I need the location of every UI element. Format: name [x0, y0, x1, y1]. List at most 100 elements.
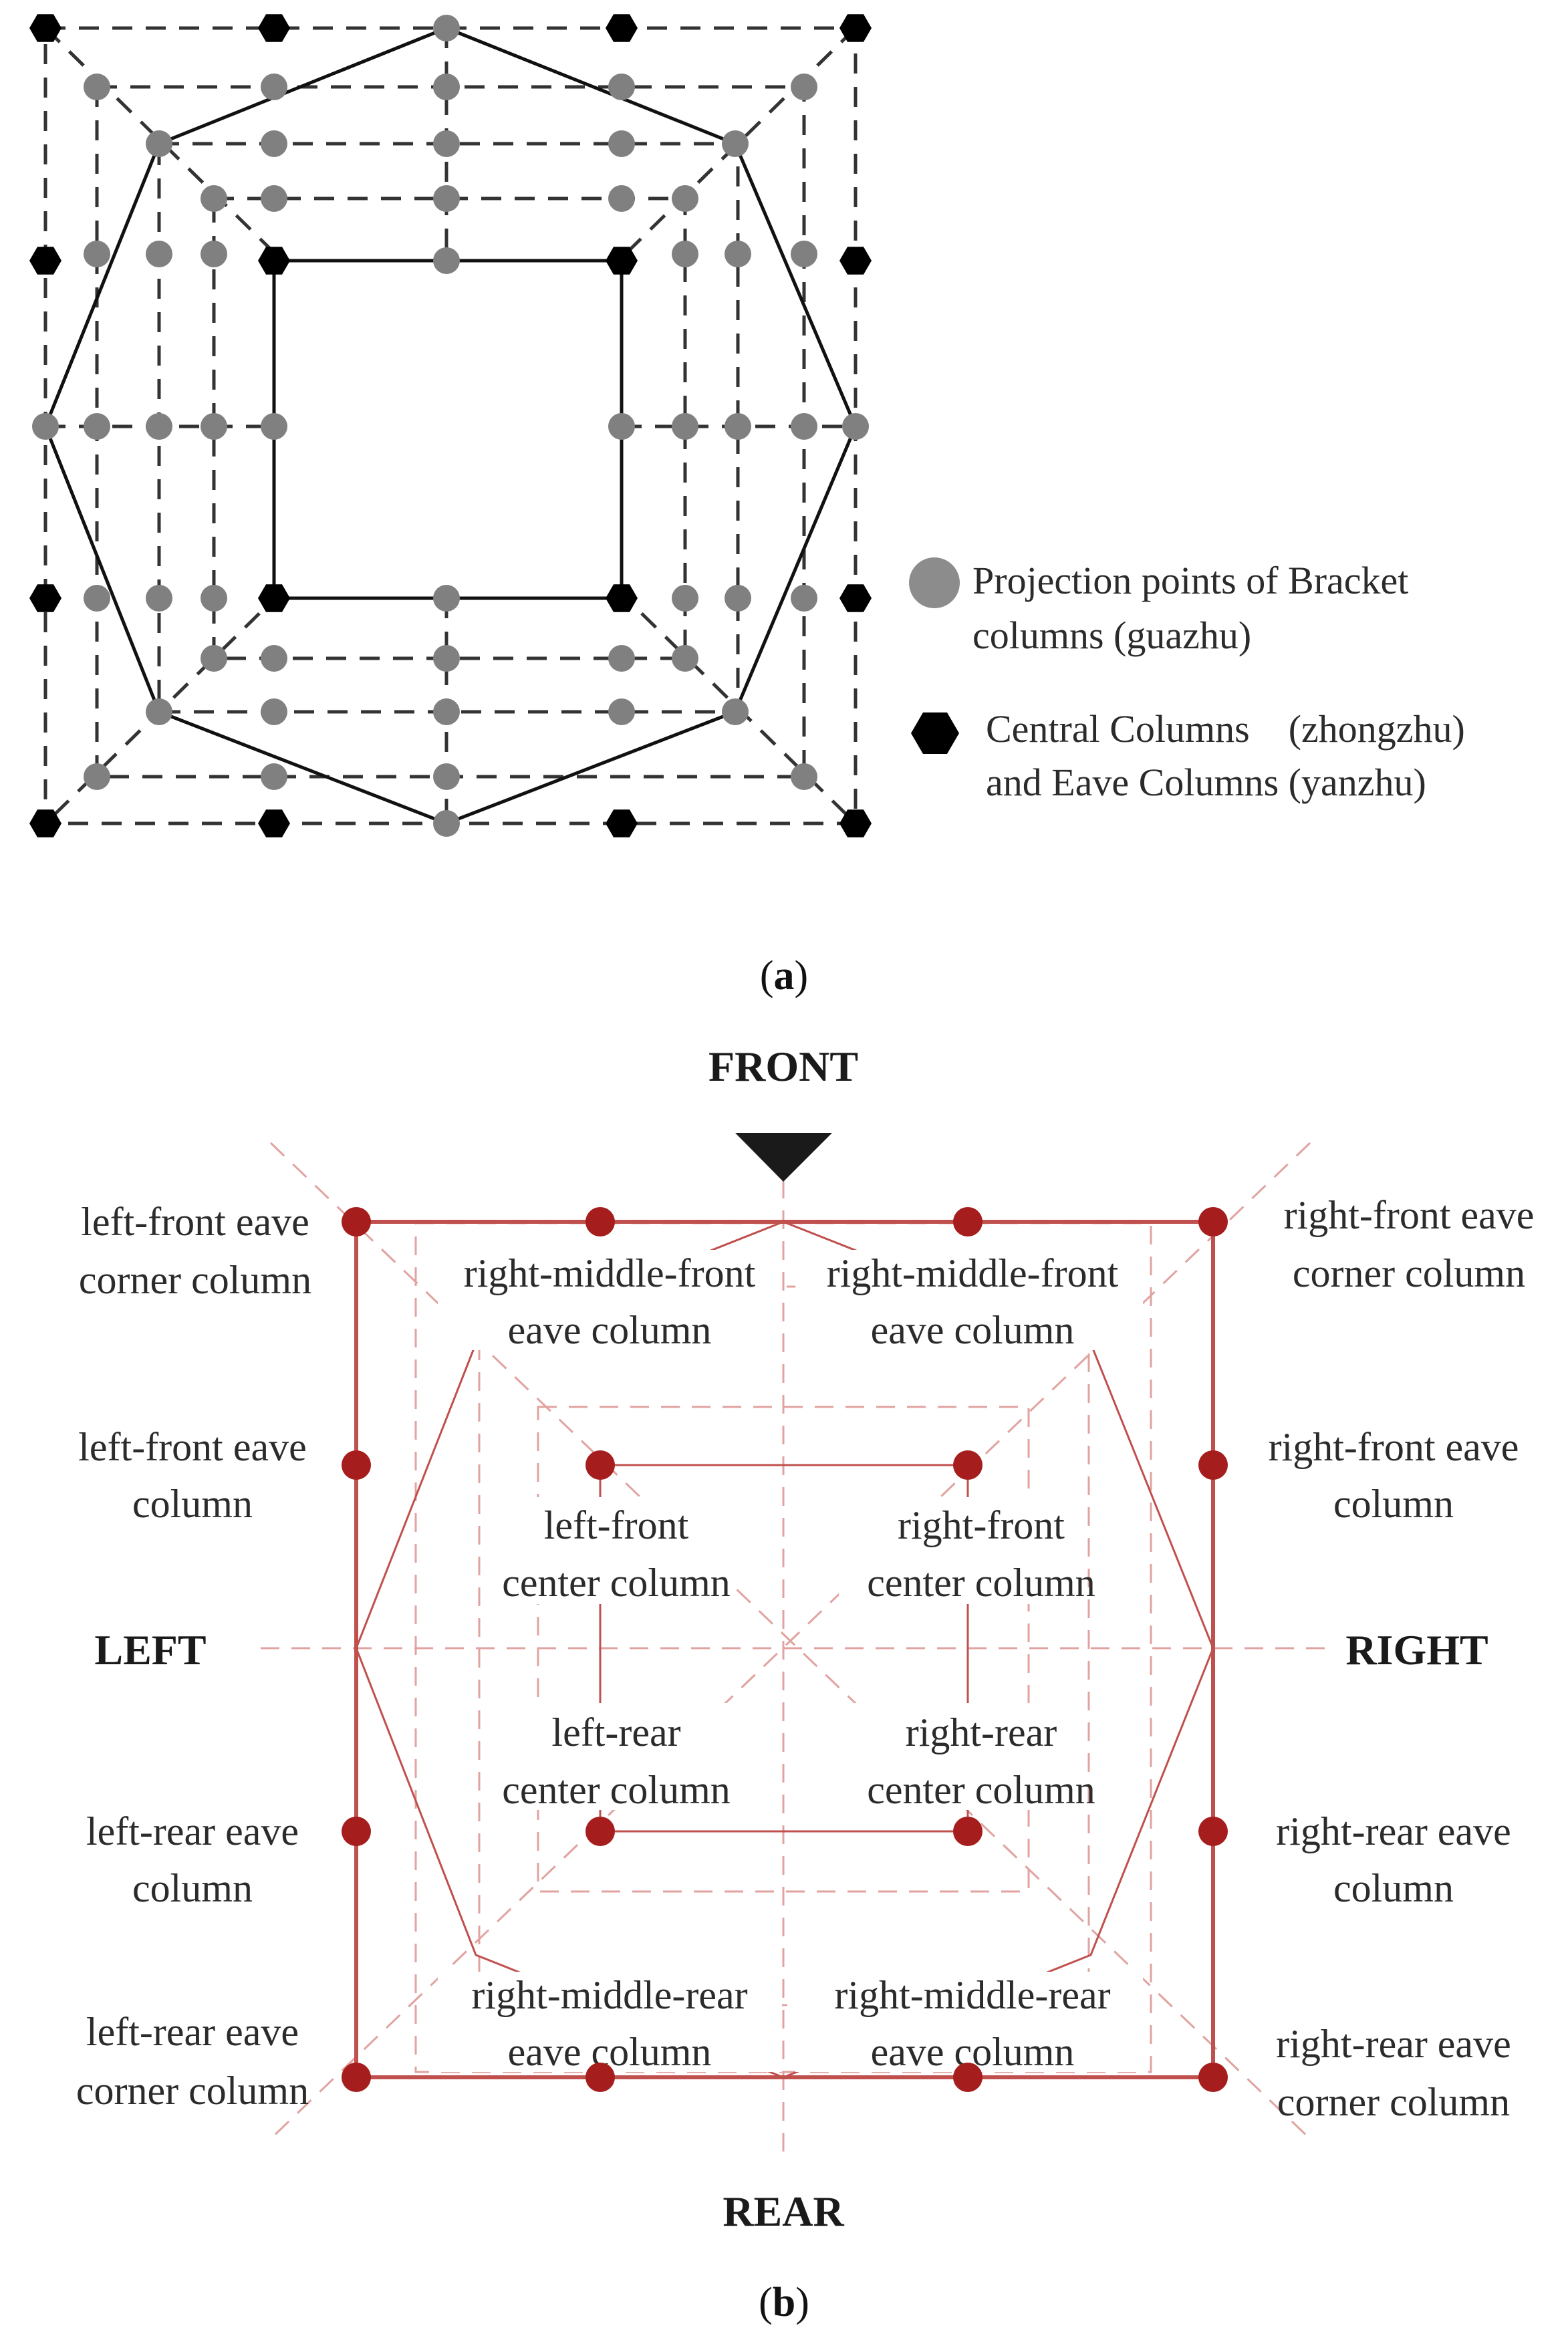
bracket-point	[261, 185, 287, 212]
bracket-point	[791, 763, 817, 790]
direction-rear: REAR	[723, 2188, 844, 2235]
column-point	[585, 2063, 615, 2092]
label-rr-center-l2: center column	[867, 1768, 1095, 1812]
column-point	[585, 1207, 615, 1236]
central-square	[599, 1464, 969, 1833]
column-hexagon	[258, 14, 290, 42]
bracket-point	[84, 241, 110, 267]
bracket-point	[146, 241, 172, 267]
bracket-point	[672, 585, 698, 612]
bracket-point	[146, 698, 172, 725]
bracket-projection-points	[32, 15, 869, 837]
panel-b-column-points	[342, 1207, 1228, 2092]
label-left-rear-corner-l1: left-rear eave	[86, 2010, 299, 2054]
label-left-front-corner-l1: left-front eave	[81, 1200, 309, 1244]
label-right-front-corner-l2: corner column	[1293, 1251, 1525, 1295]
label-lr-center-l1: left-rear	[551, 1710, 680, 1754]
bracket-point	[261, 74, 287, 100]
bracket-point	[791, 413, 817, 440]
bracket-point	[608, 698, 635, 725]
label-right-rear-eave-l1: right-rear eave	[1276, 1809, 1511, 1853]
label-rf-center-l1: right-front	[898, 1503, 1065, 1547]
panel-a-legend: Projection points of Bracket columns (gu…	[909, 557, 1465, 804]
direction-left: LEFT	[94, 1626, 206, 1674]
bracket-point	[201, 645, 227, 672]
column-hexagon	[839, 584, 872, 612]
bracket-point	[146, 130, 172, 157]
label-backgrounds	[438, 1250, 1143, 2072]
bracket-point	[608, 645, 635, 672]
label-left-front-eave-l1: left-front eave	[78, 1425, 306, 1469]
bracket-point	[84, 585, 110, 612]
column-hexagon	[606, 584, 638, 612]
bracket-point	[146, 413, 172, 440]
bracket-point	[433, 130, 460, 157]
column-hexagon	[606, 14, 638, 42]
label-left-front-corner-l2: corner column	[79, 1258, 311, 1302]
label-lr-center-l2: center column	[502, 1768, 731, 1812]
bracket-point	[201, 241, 227, 267]
bracket-point	[725, 413, 751, 440]
label-left-rear-corner-l2: corner column	[76, 2069, 309, 2113]
bracket-point	[608, 185, 635, 212]
ring-2	[478, 1285, 1090, 2006]
octagon-outline	[355, 1220, 1214, 2079]
bracket-point	[672, 241, 698, 267]
label-right-front-corner-l1: right-front eave	[1284, 1193, 1535, 1237]
column-point	[953, 2063, 983, 2092]
column-point	[953, 1817, 983, 1846]
bracket-point	[261, 763, 287, 790]
label-rmf-right-l2: eave column	[871, 1308, 1075, 1352]
label-rmf-left-l2: eave column	[508, 1308, 712, 1352]
bracket-point	[672, 413, 698, 440]
column-point	[1198, 2063, 1228, 2092]
bracket-point	[201, 185, 227, 212]
label-right-rear-eave-l2: column	[1333, 1866, 1454, 1910]
column-point	[953, 1207, 983, 1236]
panel-a-caption: (a)	[760, 953, 808, 999]
label-right-front-eave-l2: column	[1333, 1482, 1454, 1526]
column-point	[1198, 1450, 1228, 1480]
bracket-point	[608, 413, 635, 440]
column-hexagon	[29, 584, 61, 612]
column-hexagon	[839, 809, 872, 837]
column-hexagon	[606, 247, 638, 275]
panel-b-column-labels: left-front eave corner column right-fron…	[76, 1193, 1535, 2124]
bracket-point	[84, 413, 110, 440]
bracket-point	[433, 185, 460, 212]
column-hexagon	[839, 14, 872, 42]
column-point	[1198, 1817, 1228, 1846]
bracket-point	[433, 645, 460, 672]
bracket-point	[672, 185, 698, 212]
bracket-point	[725, 585, 751, 612]
label-left-front-eave-l2: column	[132, 1482, 253, 1526]
label-right-front-eave-l1: right-front eave	[1269, 1425, 1519, 1469]
column-hexagon	[606, 809, 638, 837]
direction-right: RIGHT	[1345, 1626, 1488, 1674]
column-hexagon	[29, 14, 61, 42]
legend-grey-dot-icon	[909, 557, 960, 608]
label-rmr-right-l1: right-middle-rear	[834, 1973, 1110, 2017]
label-rmf-left-l1: right-middle-front	[464, 1251, 756, 1295]
legend-central-line2: and Eave Columns (yanzhu)	[986, 761, 1426, 804]
label-lf-center-l1: left-front	[544, 1503, 689, 1547]
bracket-point	[433, 585, 460, 612]
bracket-point	[608, 130, 635, 157]
column-point	[585, 1450, 615, 1480]
label-rf-center-l2: center column	[867, 1561, 1095, 1605]
bracket-point	[84, 74, 110, 100]
bracket-point	[608, 74, 635, 100]
bracket-point	[433, 15, 460, 41]
label-rmf-right-l1: right-middle-front	[827, 1251, 1119, 1295]
bracket-point	[261, 645, 287, 672]
column-hexagon	[258, 584, 290, 612]
panel-a-diagram: Projection points of Bracket columns (gu…	[29, 14, 1465, 999]
label-lf-center-l2: center column	[502, 1561, 731, 1605]
bracket-point	[433, 74, 460, 100]
bracket-point	[261, 413, 287, 440]
bracket-point	[201, 585, 227, 612]
column-point	[953, 1450, 983, 1480]
bracket-point	[201, 413, 227, 440]
inner-square-fill	[274, 261, 622, 598]
